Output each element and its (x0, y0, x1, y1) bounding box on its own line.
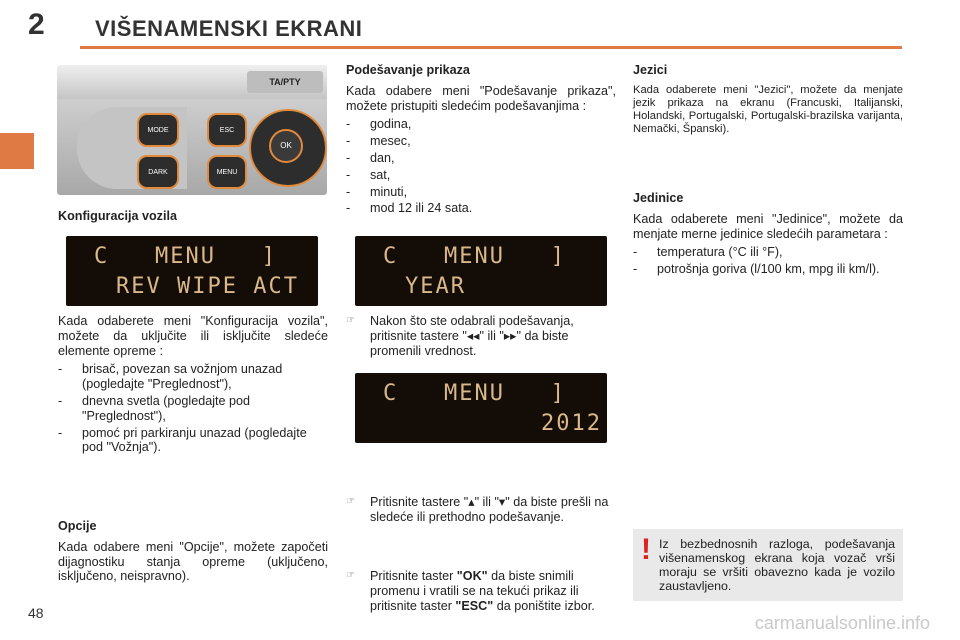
list-item: godina, (346, 117, 616, 132)
display-line2: REV WIPE ACT (116, 274, 299, 299)
section-jezici: Jezici Kada odaberete meni "Jezici", mož… (633, 63, 903, 136)
display-line1: C MENU ] (383, 381, 566, 406)
bullet-change-value: ☞ Nakon što ste odabrali podešavanja, pr… (346, 314, 616, 358)
list-item: dnevna svetla (pogledajte pod "Pregledno… (58, 394, 328, 424)
list-item: mod 12 ili 24 sata. (346, 201, 616, 216)
pointer-icon: ☞ (346, 315, 355, 326)
bullet-text: Pritisnite tastere "▴" ili "▾" da biste … (370, 495, 609, 525)
section-jedinice: Jedinice Kada odaberete meni "Jedinice",… (633, 191, 903, 279)
list-item: mesec, (346, 134, 616, 149)
navigation-ring (249, 109, 327, 187)
section-opcije: Opcije Kada odabere meni "Opcije", možet… (58, 519, 328, 584)
list-item: sat, (346, 168, 616, 183)
jedinice-list: temperatura (°C ili °F), potrošnja goriv… (633, 245, 903, 277)
chapter-title: VIŠENAMENSKI EKRANI (95, 16, 363, 41)
chapter-number: 2 (28, 8, 45, 41)
ta-pty-button: TA/PTY (247, 71, 323, 93)
dark-button: DARK (137, 155, 179, 189)
konfiguracija-list: brisač, povezan sa vožnjom unazad (pogle… (58, 362, 328, 455)
konfiguracija-body: Kada odaberete meni "Konfiguracija vozil… (58, 314, 328, 457)
podesavanje-list: godina, mesec, dan, sat, minuti, mod 12 … (346, 117, 616, 216)
warning-text: Iz bezbednosnih razloga, podešavanja viš… (659, 537, 895, 593)
esc-key-label: "ESC" (455, 598, 494, 613)
bullet-text: Pritisnite taster "OK" da biste snimili … (370, 569, 616, 613)
list-item: temperatura (°C ili °F), (633, 245, 903, 260)
podesavanje-heading: Podešavanje prikaza (346, 63, 470, 77)
bullet-navigate: ☞ Pritisnite tastere "▴" ili "▾" da bist… (346, 495, 616, 525)
chapter-tab (0, 133, 34, 169)
opcije-heading: Opcije (58, 519, 97, 533)
watermark: carmanualsonline.info (754, 613, 930, 633)
list-item: brisač, povezan sa vožnjom unazad (pogle… (58, 362, 328, 392)
konfiguracija-heading: Konfiguracija vozila (58, 209, 177, 223)
mode-button: MODE (137, 113, 179, 147)
jedinice-heading: Jedinice (633, 191, 684, 205)
section-konfiguracija: Konfiguracija vozila (58, 209, 328, 230)
list-item: dan, (346, 151, 616, 166)
display-line2: 2012 (541, 411, 602, 436)
exclamation-icon: ! (641, 533, 651, 566)
display-2012: C MENU ] 2012 (355, 373, 607, 443)
jedinice-text: Kada odaberete meni "Jedinice", možete d… (633, 211, 903, 241)
pointer-icon: ☞ (346, 496, 355, 508)
esc-button: ESC (207, 113, 247, 147)
display-line1: C MENU ] (94, 244, 277, 269)
display-line1: C MENU ] (383, 244, 566, 269)
save-text-post: da poništite izbor. (493, 598, 595, 613)
jezici-heading: Jezici (633, 63, 668, 77)
save-text-pre: Pritisnite taster (370, 568, 457, 583)
save-text-mid: da biste snimili promenu i vratili se na… (370, 568, 579, 613)
ok-button: OK (269, 129, 303, 163)
control-panel-image: TA/PTY MODE DARK ESC MENU OK (57, 65, 327, 195)
display-year: C MENU ] YEAR (355, 236, 607, 306)
list-item: pomoć pri parkiranju unazad (pogledajte … (58, 426, 328, 456)
display-line2: YEAR (405, 274, 466, 299)
section-podesavanje: Podešavanje prikaza Kada odabere meni "P… (346, 63, 616, 218)
pointer-icon: ☞ (346, 569, 355, 581)
opcije-text: Kada odabere meni "Opcije", možete započ… (58, 539, 328, 584)
jezici-text: Kada odaberete meni "Jezici", možete da … (633, 83, 903, 135)
ok-key-label: "OK" (456, 568, 488, 583)
list-item: potrošnja goriva (l/100 km, mpg ili km/l… (633, 262, 903, 277)
konfiguracija-intro: Kada odaberete meni "Konfiguracija vozil… (58, 314, 328, 358)
bullet-text: Nakon što ste odabrali podešavanja, prit… (370, 314, 574, 358)
display-rev-wipe: C MENU ] REV WIPE ACT (66, 236, 318, 306)
list-item: minuti, (346, 185, 616, 200)
safety-warning-box: ! Iz bezbednosnih razloga, podešavanja v… (633, 529, 903, 601)
header-rule (80, 46, 902, 49)
bullet-save: ☞ Pritisnite taster "OK" da biste snimil… (346, 569, 616, 613)
podesavanje-intro: Kada odabere meni "Podešavanje prikaza",… (346, 83, 616, 113)
menu-button: MENU (207, 155, 247, 189)
page-number: 48 (28, 605, 44, 621)
